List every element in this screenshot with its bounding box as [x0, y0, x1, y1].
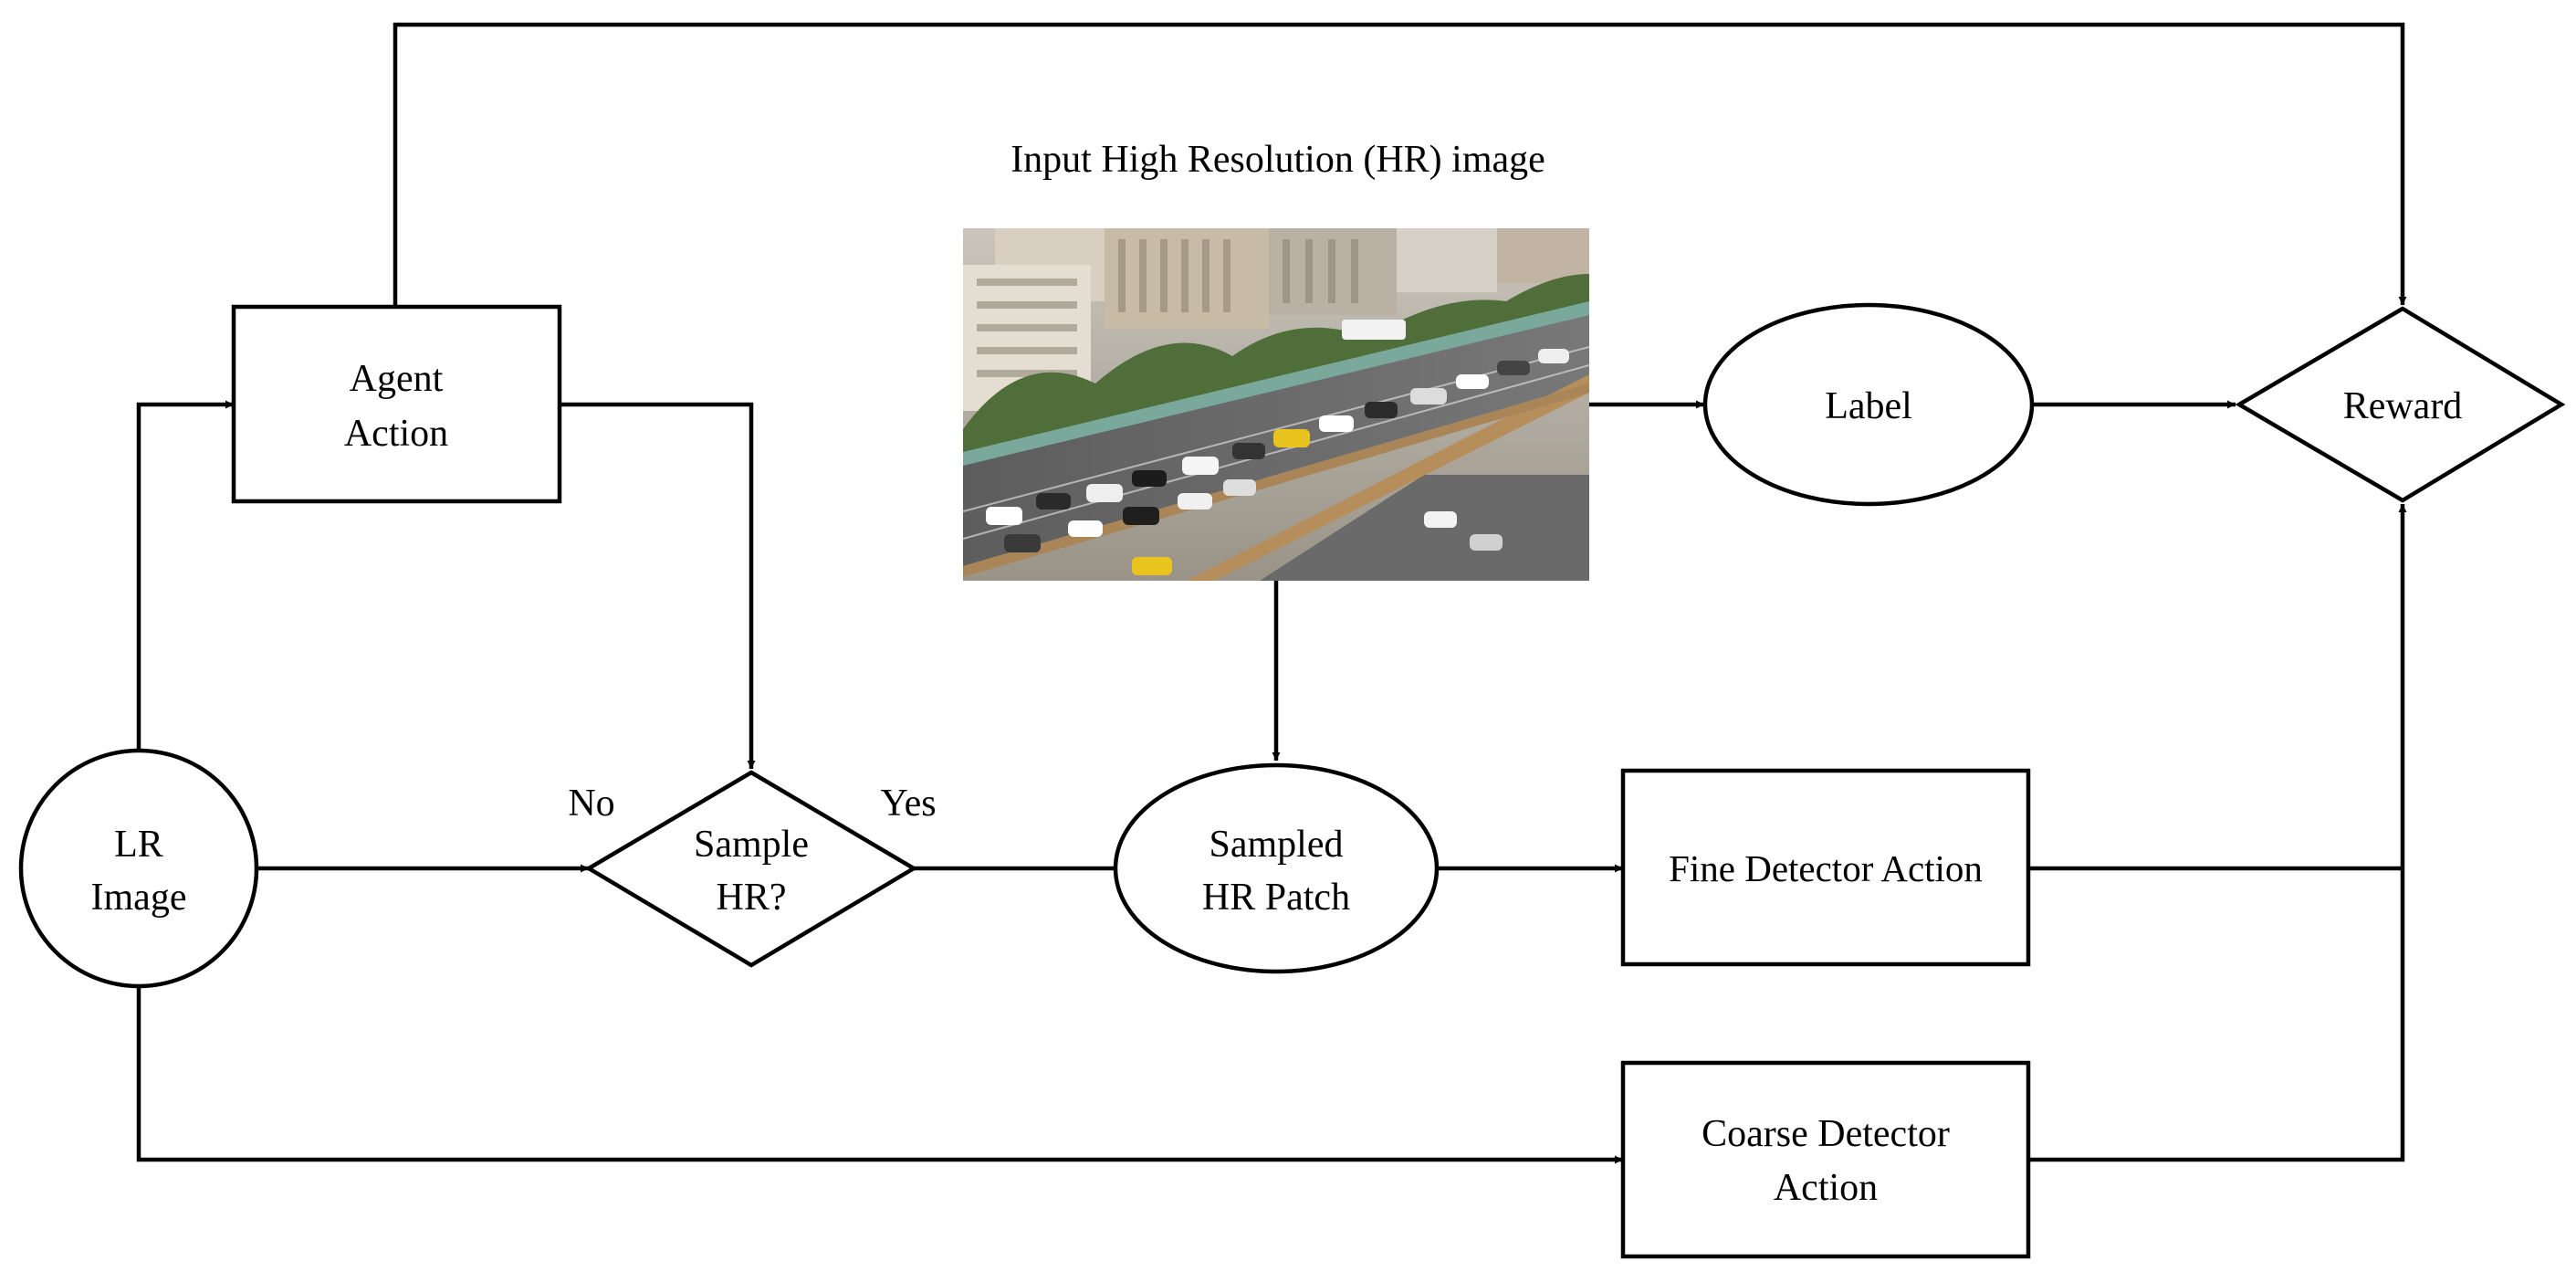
reward-node: Reward [2235, 306, 2566, 503]
coarse-detector-node: Coarse Detector Action [1620, 1060, 2031, 1259]
coarse-detector-label-1: Coarse Detector [1702, 1113, 1950, 1155]
hr-image-photo [963, 228, 1589, 581]
sample-hr-decision: Sample HR? [584, 770, 918, 968]
edge-coarse-to-reward [2028, 504, 2407, 1162]
agent-action-label-2: Action [344, 413, 448, 455]
label-node: Label [1702, 302, 2035, 507]
sample-hr-label-2: HR? [717, 877, 787, 919]
edge-lr-to-coarse [136, 985, 1623, 1164]
sampled-hr-patch-node: Sampled HR Patch [1113, 762, 1440, 974]
edge-agent-to-sample [560, 402, 756, 769]
edge-agent-to-reward [393, 22, 2407, 307]
reward-label: Reward [2343, 385, 2463, 427]
agent-action-node: Agent Action [231, 304, 562, 504]
sampled-patch-label-1: Sampled [1209, 824, 1344, 866]
sample-hr-label-1: Sample [694, 824, 809, 866]
fine-detector-node: Fine Detector Action [1620, 768, 2031, 967]
agent-action-label-1: Agent [350, 358, 444, 400]
connector-lines [136, 22, 2407, 1164]
lr-image-node: LR Image [18, 748, 259, 989]
fine-detector-label: Fine Detector Action [1669, 847, 1983, 889]
sampled-patch-label-2: HR Patch [1202, 877, 1350, 919]
edge-lr-to-agent [136, 400, 234, 752]
coarse-detector-label-2: Action [1774, 1167, 1878, 1209]
lr-image-label-1: LR [114, 824, 163, 866]
lr-image-label-2: Image [91, 877, 187, 919]
yes-label: Yes [880, 783, 936, 825]
label-node-label: Label [1825, 385, 1912, 427]
no-label: No [568, 783, 614, 825]
hr-image-title: Input High Resolution (HR) image [1011, 139, 1545, 181]
